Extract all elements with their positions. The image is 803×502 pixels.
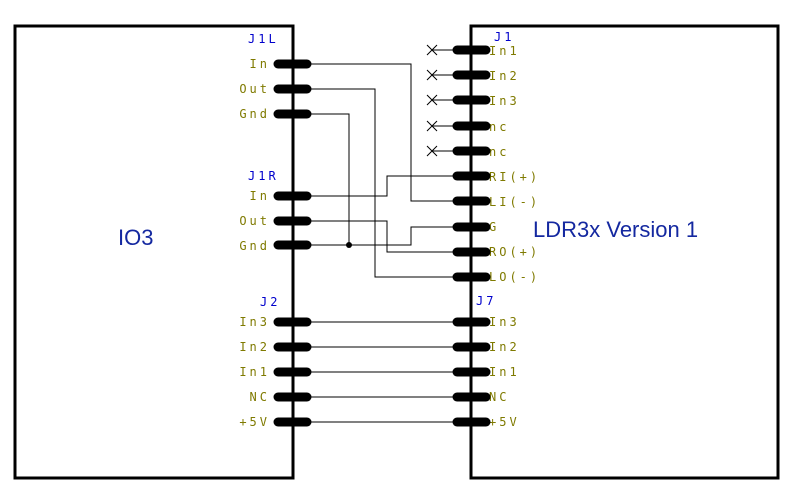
j1-pin-label: nc xyxy=(489,120,509,134)
io3-title: IO3 xyxy=(118,225,153,250)
j7-pin-label: In2 xyxy=(489,340,520,354)
no-connect-x-icon xyxy=(426,69,438,81)
right-pins xyxy=(452,45,491,427)
left-pins xyxy=(273,59,312,427)
ldr3x-title: LDR3x Version 1 xyxy=(533,217,698,242)
wires xyxy=(300,63,470,423)
j1l-connector-label: J1L xyxy=(248,32,279,46)
j1-pin-label: LO(-) xyxy=(489,270,540,284)
no-connect-marks xyxy=(426,44,455,157)
wire-j1l-in xyxy=(300,63,470,202)
j1-pin-label: G xyxy=(489,220,499,234)
j7-pin-label: NC xyxy=(489,390,509,404)
j1-pin-label: RI(+) xyxy=(489,170,540,184)
j7-connector-label: J7 xyxy=(476,294,496,308)
j2-pin-label: In1 xyxy=(239,365,270,379)
j1-pin-label: LI(-) xyxy=(489,195,540,209)
j2-pin-label: In3 xyxy=(239,315,270,329)
j1r-connector-label: J1R xyxy=(248,169,279,183)
no-connect-x-icon xyxy=(426,94,438,106)
j7-pin-label: +5V xyxy=(489,415,520,429)
j1l-pin-label: In xyxy=(250,57,270,71)
j7-pin-label: In3 xyxy=(489,315,520,329)
j2-pin-label: +5V xyxy=(239,415,270,429)
j1-pin-label: In1 xyxy=(489,44,520,58)
j1-pin-label: In2 xyxy=(489,69,520,83)
j7-pin-label: In1 xyxy=(489,365,520,379)
j2-pin-label: NC xyxy=(250,390,270,404)
wire-j1l-gnd xyxy=(300,113,350,245)
j1r-pin-label: In xyxy=(250,189,270,203)
j1r-pin-label: Gnd xyxy=(239,239,270,253)
wire-j1r-out xyxy=(300,220,470,253)
wire-j1r-in xyxy=(300,175,470,197)
j1r-pin-label: Out xyxy=(239,214,270,228)
wire-j1l-out xyxy=(300,88,470,278)
no-connect-x-icon xyxy=(426,44,438,56)
j2-connector-label: J2 xyxy=(260,295,280,309)
j1-pin-label: RO(+) xyxy=(489,245,540,259)
io3-module-box xyxy=(13,24,295,480)
wire-j1r-gnd xyxy=(300,226,470,246)
j1-pin-label: nc xyxy=(489,145,509,159)
j1-connector-label: J1 xyxy=(494,30,514,44)
no-connect-x-icon xyxy=(426,120,438,132)
ground-junction-dot xyxy=(346,242,352,248)
j2-pin-label: In2 xyxy=(239,340,270,354)
j1l-pin-label: Out xyxy=(239,82,270,96)
no-connect-x-icon xyxy=(426,145,438,157)
j1l-pin-label: Gnd xyxy=(239,107,270,121)
j1-pin-label: In3 xyxy=(489,94,520,108)
